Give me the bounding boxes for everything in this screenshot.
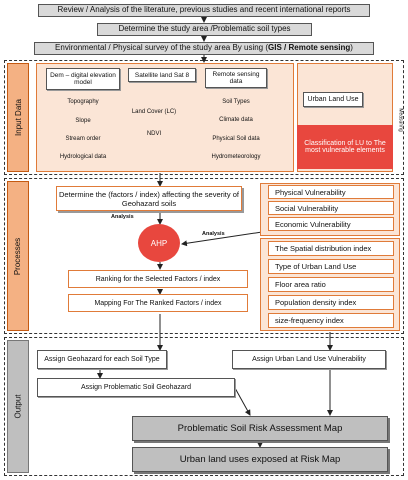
survey-prefix: Environmental / Physical survey of the s… xyxy=(55,43,269,52)
stream-order-item: Stream order xyxy=(65,136,101,142)
population-density-box: Population density index xyxy=(268,295,394,310)
input-section xyxy=(4,60,404,175)
survey-suffix: ) xyxy=(350,43,353,52)
review-bar: Review / Analysis of the literature, pre… xyxy=(38,4,370,17)
physical-vulnerability-box: Physical Vulnerability xyxy=(268,185,394,199)
input-label: Input Data xyxy=(7,63,29,172)
ndvi-item: NDVI xyxy=(146,131,162,137)
arrow-problematic-to-map xyxy=(234,387,251,416)
social-vulnerability-box: Social Vulnerability xyxy=(268,201,394,215)
measuring-label: Measuring xyxy=(398,108,405,132)
climate-item: Climate data xyxy=(219,117,253,123)
physical-soil-item: Physical Soil data xyxy=(212,136,260,142)
determine-factors-box: Determine the (factors / index) affectin… xyxy=(56,186,242,211)
land-cover-item: Land Cover (LC) xyxy=(131,109,177,115)
analysis-left-label: Analysis xyxy=(111,214,134,220)
assign-problematic-box: Assign Problematic Soil Geohazard xyxy=(37,378,235,397)
urban-land-use-box: Urban Land Use xyxy=(303,92,363,107)
spatial-index-box: The Spatial distribution index xyxy=(268,241,394,256)
processes-label: Processes xyxy=(7,181,29,331)
survey-tools: GIS / Remote sensing xyxy=(268,43,351,52)
assign-urban-box: Assign Urban Land Use Vulnerability xyxy=(232,350,386,369)
study-area-text: Determine the study area /Problematic so… xyxy=(118,24,291,33)
size-frequency-box: size-frequency index xyxy=(268,313,394,328)
output-section xyxy=(4,337,404,476)
survey-bar: Environmental / Physical survey of the s… xyxy=(34,42,374,55)
ranking-box: Ranking for the Selected Factors / index xyxy=(68,270,248,288)
satellite-box: Satellite land Sat 8 xyxy=(128,68,196,82)
mapping-box: Mapping For The Ranked Factors / index xyxy=(68,294,248,312)
arrow-index-to-ahp xyxy=(181,231,263,247)
soil-types-item: Soil Types xyxy=(222,99,250,105)
floor-area-box: Floor area ratio xyxy=(268,277,394,292)
assign-soil-box: Assign Geohazard for each Soil Type xyxy=(37,350,167,369)
processes-section xyxy=(4,178,404,334)
urban-type-box: Type of Urban Land Use xyxy=(268,259,394,274)
remote-box: Remote sensing data xyxy=(205,68,267,88)
topography-item: Topography xyxy=(67,99,99,105)
analysis-right-label: Analysis xyxy=(202,231,225,237)
risk-map-box: Problematic Soil Risk Assessment Map xyxy=(132,416,388,441)
study-area-bar: Determine the study area /Problematic so… xyxy=(97,23,312,36)
slope-item: Slope xyxy=(75,118,91,124)
hydrometeorology-item: Hydrometeorology xyxy=(211,154,261,160)
dem-box: Dem – digital elevation model xyxy=(46,68,120,90)
ahp-node: AHP xyxy=(138,224,180,262)
classification-box: Classification of LU to The most vulnera… xyxy=(297,125,393,169)
exposed-map-box: Urban land uses exposed at Risk Map xyxy=(132,447,388,472)
output-label: Output xyxy=(7,340,29,473)
review-text: Review / Analysis of the literature, pre… xyxy=(57,5,351,14)
hydrological-item: Hydrological data xyxy=(59,154,107,160)
economic-vulnerability-box: Economic Vulnerability xyxy=(268,217,394,231)
